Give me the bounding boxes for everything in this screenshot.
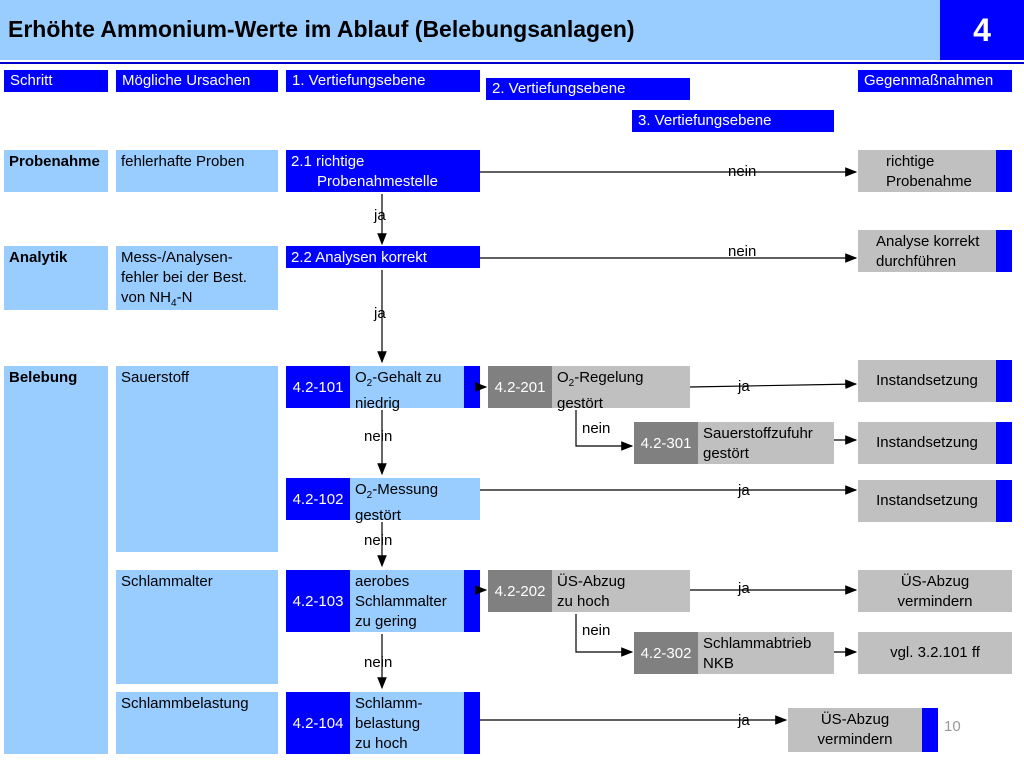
tab-measure-2 — [996, 230, 1012, 272]
title-divider — [0, 62, 1024, 64]
tab-measure-1 — [996, 150, 1012, 192]
tab-measure-3 — [996, 360, 1012, 402]
box-2-2-analysen: 2.2 Analysen korrekt — [286, 246, 480, 268]
cause-schlammbelastung: Schlammbelastung — [116, 692, 278, 754]
id-4-2-301: 4.2-301 — [634, 422, 698, 464]
label-ja-3: ja — [738, 378, 750, 395]
label-ja-5: ja — [738, 580, 750, 597]
page-title: Erhöhte Ammonium-Werte im Ablauf (Belebu… — [8, 16, 635, 42]
header-ebene2: 2. Vertiefungsebene — [486, 78, 690, 100]
label-nein-6: nein — [582, 622, 611, 639]
cause-sauerstoff: Sauerstoff — [116, 366, 278, 552]
label-nein-2: nein — [728, 243, 757, 260]
box-schlammbelastung: Schlamm- belastung zu hoch — [350, 692, 480, 754]
id-4-2-102: 4.2-102 — [286, 478, 350, 520]
box-sauerstoffzufuhr: Sauerstoffzufuhr gestört — [698, 422, 834, 464]
arrow-elbow-301 — [575, 410, 634, 451]
header-gegenmassnahmen: Gegenmaßnahmen — [858, 70, 1012, 92]
box-o2-gehalt: O2-Gehalt zu niedrig — [350, 366, 480, 412]
tab-4-2-101 — [464, 366, 480, 408]
arrow-elbow-302 — [575, 614, 634, 657]
page-number: 10 — [944, 718, 961, 735]
id-4-2-104: 4.2-104 — [286, 692, 350, 754]
box-us-abzug-hoch: ÜS-Abzug zu hoch — [552, 570, 690, 612]
header-ebene3: 3. Vertiefungsebene — [632, 110, 834, 132]
id-4-2-103: 4.2-103 — [286, 570, 350, 632]
tab-4-2-104 — [464, 692, 480, 754]
measure-vgl: vgl. 3.2.101 ff — [858, 632, 1012, 674]
step-probenahme: Probenahme — [4, 150, 108, 192]
header-schritt: Schritt — [4, 70, 108, 92]
header-ebene1: 1. Vertiefungsebene — [286, 70, 480, 92]
label-nein-4: nein — [364, 428, 393, 445]
id-4-2-202: 4.2-202 — [488, 570, 552, 612]
label-ja-6: ja — [738, 712, 750, 729]
box-schlammabtrieb: Schlammabtrieb NKB — [698, 632, 834, 674]
tab-measure-5 — [996, 480, 1012, 522]
label-nein-7: nein — [364, 654, 393, 671]
title-bar — [0, 0, 940, 60]
cause-analysenfehler: Mess-/Analysen- fehler bei der Best. von… — [116, 246, 278, 310]
label-nein-1: nein — [728, 163, 757, 180]
tab-measure-8 — [922, 708, 938, 752]
header-ursachen: Mögliche Ursachen — [116, 70, 278, 92]
label-ja-1: ja — [374, 207, 386, 224]
id-4-2-302: 4.2-302 — [634, 632, 698, 674]
label-ja-2: ja — [374, 305, 386, 322]
box-2-1-probenahmestelle: 2.1 richtige Probenahmestelle — [286, 150, 480, 192]
box-aerobes-schlammalter: aerobes Schlammalter zu gering — [350, 570, 480, 632]
tab-measure-4 — [996, 422, 1012, 464]
measure-instandsetzung-2: Instandsetzung — [858, 422, 996, 464]
cause-fehlerhafte-proben: fehlerhafte Proben — [116, 150, 278, 192]
label-nein-5: nein — [364, 532, 393, 549]
label-ja-4: ja — [738, 482, 750, 499]
box-o2-messung: O2-Messung gestört — [350, 478, 480, 524]
id-4-2-201: 4.2-201 — [488, 366, 552, 408]
chapter-number: 4 — [940, 0, 1024, 60]
arrow-201-ja — [689, 379, 858, 389]
label-nein-3: nein — [582, 420, 611, 437]
measure-instandsetzung-1: Instandsetzung — [858, 360, 996, 402]
step-analytik: Analytik — [4, 246, 108, 310]
id-4-2-101: 4.2-101 — [286, 366, 350, 408]
box-o2-regelung: O2-Regelung gestört — [552, 366, 690, 412]
step-belebung: Belebung — [4, 366, 108, 754]
measure-instandsetzung-3: Instandsetzung — [858, 480, 996, 522]
cause-schlammalter: Schlammalter — [116, 570, 278, 684]
